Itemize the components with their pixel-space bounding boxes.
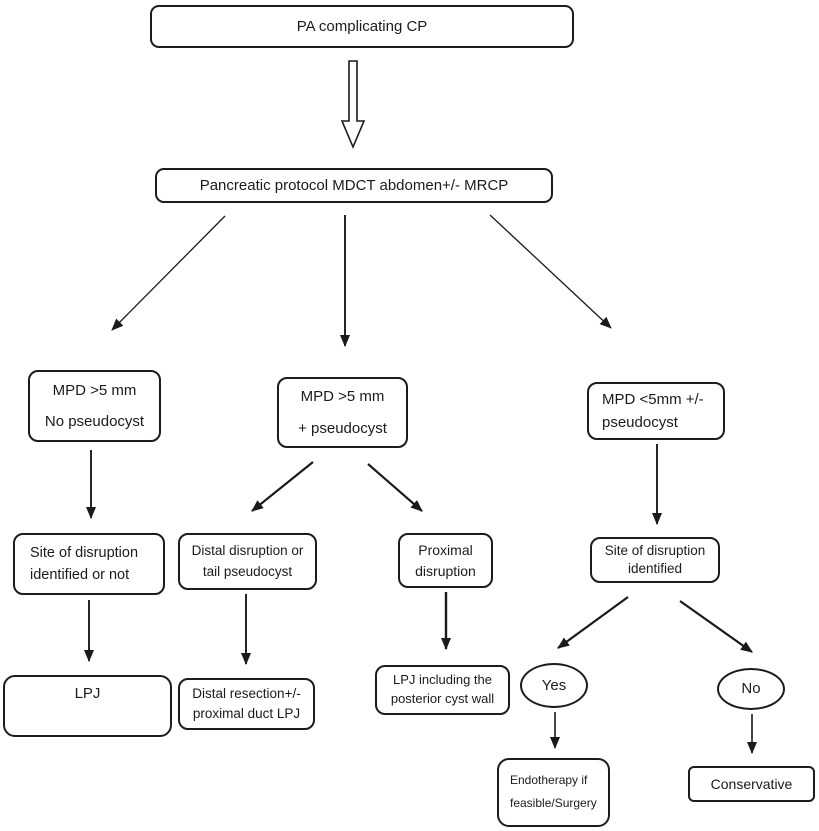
node-pa-complicating-cp: PA complicating CP bbox=[150, 5, 574, 48]
arrow-site-identified-to-yes bbox=[557, 596, 629, 649]
node-label: tail pseudocyst bbox=[202, 564, 293, 579]
arrow-mpd-gt5-cyst-to-distal bbox=[251, 461, 314, 512]
node-label: posterior cyst wall bbox=[390, 691, 495, 706]
node-label: MPD >5 mm bbox=[300, 387, 385, 405]
node-endotherapy-surgery: Endotherapy if feasible/Surgery bbox=[497, 758, 610, 827]
node-label: No bbox=[741, 680, 761, 698]
arrow-mdct-to-left-branch bbox=[111, 215, 226, 331]
node-label: Proximal bbox=[418, 542, 473, 559]
node-label: identified or not bbox=[30, 566, 130, 583]
node-mpd-lt5-pseudocyst: MPD <5mm +/- pseudocyst bbox=[587, 382, 725, 440]
node-label: Site of disruption bbox=[30, 544, 139, 561]
node-label: LPJ including the bbox=[392, 672, 492, 688]
node-conservative: Conservative bbox=[688, 766, 815, 802]
node-label: LPJ bbox=[74, 685, 101, 702]
arrow-site-identified-to-no bbox=[679, 600, 753, 653]
node-pancreatic-protocol-mdct: Pancreatic protocol MDCT abdomen+/- MRCP bbox=[155, 168, 553, 203]
node-label: Pancreatic protocol MDCT abdomen+/- MRCP bbox=[199, 176, 509, 194]
node-label: Site of disruption bbox=[604, 543, 706, 559]
node-label: MPD <5mm +/- bbox=[602, 390, 704, 408]
arrow-mdct-to-right-branch bbox=[489, 214, 612, 329]
node-label: identified bbox=[627, 561, 683, 576]
hollow-arrow-pa-to-mdct bbox=[340, 60, 366, 150]
arrow-mpd-gt5-cyst-to-proximal bbox=[367, 463, 423, 512]
node-mpd-gt5-no-pseudocyst: MPD >5 mm No pseudocyst bbox=[28, 370, 161, 442]
node-label: pseudocyst bbox=[602, 414, 678, 431]
node-proximal-disruption: Proximal disruption bbox=[398, 533, 493, 588]
node-site-of-disruption-identified: Site of disruption identified bbox=[590, 537, 720, 583]
node-no: No bbox=[717, 668, 785, 710]
node-site-of-disruption-or-not: Site of disruption identified or not bbox=[13, 533, 165, 595]
node-distal-disruption: Distal disruption or tail pseudocyst bbox=[178, 533, 317, 590]
node-label: MPD >5 mm bbox=[52, 381, 137, 399]
node-label: Conservative bbox=[710, 775, 793, 792]
node-label: Distal disruption or bbox=[191, 543, 304, 559]
node-distal-resection: Distal resection+/- proximal duct LPJ bbox=[178, 678, 315, 730]
node-label: Endotherapy if bbox=[510, 773, 588, 788]
node-label: Distal resection+/- bbox=[192, 686, 301, 702]
node-label: feasible/Surgery bbox=[510, 796, 597, 810]
node-lpj: LPJ bbox=[3, 675, 172, 737]
node-label: disruption bbox=[415, 562, 476, 579]
node-lpj-posterior-cyst-wall: LPJ including the posterior cyst wall bbox=[375, 665, 510, 715]
node-label: + pseudocyst bbox=[298, 420, 387, 437]
node-label: PA complicating CP bbox=[296, 17, 428, 35]
node-mpd-gt5-plus-pseudocyst: MPD >5 mm + pseudocyst bbox=[277, 377, 408, 448]
node-label: Yes bbox=[541, 676, 567, 694]
node-label: No pseudocyst bbox=[44, 413, 145, 430]
node-yes: Yes bbox=[520, 663, 588, 708]
node-label: proximal duct LPJ bbox=[192, 706, 301, 721]
